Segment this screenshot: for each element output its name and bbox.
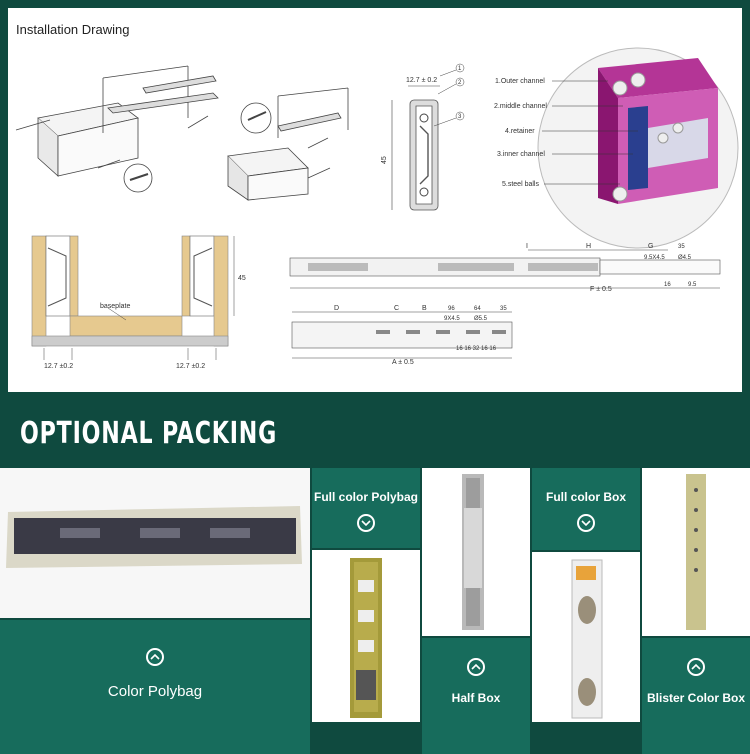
half-box-label: Half Box (451, 691, 501, 705)
dim-35-bottom: 35 (500, 306, 507, 312)
dim-b: B (422, 305, 427, 312)
blister-color-box-photo (642, 468, 750, 636)
dim-a: A ± 0.5 (392, 359, 414, 366)
part-inner-channel: 3.inner channel (497, 151, 545, 158)
technical-drawings: 12.7 ± 0.2 45 1 2 3 1.Outer channel 2.mi… (15, 47, 739, 370)
full-color-polybag-tile[interactable]: Full color Polybag (312, 468, 420, 548)
chevron-up-circle-icon (146, 648, 164, 666)
drawer-install-sketch (15, 65, 219, 193)
dim-i: I (526, 243, 528, 250)
half-box-image (462, 474, 484, 630)
dim-f: F ± 0.5 (590, 286, 612, 293)
part-retainer: 4.retainer (505, 128, 535, 135)
dim-35-top: 35 (678, 244, 685, 250)
drawing-title: Installation Drawing (16, 22, 130, 37)
slide-cross-section (391, 63, 465, 211)
callout-1: 1 (458, 66, 462, 72)
dim-64: 64 (474, 306, 481, 312)
dim-slot-bottom: 9X4.5 (444, 316, 460, 322)
full-color-box-label: Full color Box (545, 490, 626, 504)
dim-hole-bottom: Ø5.5 (474, 316, 488, 322)
blister-color-box-label: Blister Color Box (646, 691, 745, 705)
blister-color-box-tile[interactable]: Blister Color Box (642, 638, 750, 754)
dim-h: H (586, 243, 591, 250)
install-left-dim: 12.7 ±0.2 (44, 363, 73, 370)
baseplate-label: baseplate (100, 303, 130, 310)
slide-top-view (289, 249, 721, 289)
blister-box-image (686, 474, 706, 630)
chevron-up-circle-icon (467, 658, 485, 676)
dim-d: D (334, 305, 339, 312)
color-polybag-label: Color Polybag (107, 683, 203, 700)
full-color-polybag-label: Full color Polybag (313, 490, 418, 504)
install-right-dim: 12.7 ±0.2 (176, 363, 205, 370)
chevron-down-circle-icon (577, 514, 595, 532)
callout-3: 3 (458, 114, 462, 120)
color-polybag-tile[interactable]: Color Polybag (0, 620, 310, 754)
full-polybag-image (350, 558, 382, 718)
dim-g: G (648, 243, 653, 250)
chevron-down-circle-icon (357, 514, 375, 532)
dim-hole-top: Ø4.5 (678, 255, 692, 261)
cross-section-width-label: 12.7 ± 0.2 (406, 77, 437, 84)
cabinet-install-diagram (31, 235, 235, 360)
half-box-tile[interactable]: Half Box (422, 638, 530, 754)
dim-96: 96 (448, 306, 455, 312)
dim-16-top: 16 (664, 282, 671, 288)
channel-magnified-view (537, 47, 739, 249)
optional-packing-title: OPTIONAL PACKING (20, 416, 278, 451)
dim-spacing-bottom: 16 16 32 16 16 (456, 346, 497, 352)
half-box-photo (422, 468, 530, 636)
cross-section-height-label: 45 (381, 156, 388, 164)
color-polybag-photo (0, 468, 310, 618)
part-outer-channel: 1.Outer channel (495, 78, 545, 85)
dim-c: C (394, 305, 399, 312)
full-box-image (571, 559, 603, 719)
chevron-up-circle-icon (687, 658, 705, 676)
full-color-box-photo (532, 552, 640, 722)
polybag-image (0, 468, 310, 618)
slide-bottom-view (291, 311, 513, 359)
install-height-label: 45 (238, 275, 246, 282)
drawer-close-sketch (227, 87, 349, 201)
installation-drawing: Installation Drawing (8, 8, 742, 392)
dim-9-5-top: 9.5 (688, 282, 697, 288)
part-middle-channel: 2.middle channel (494, 103, 547, 110)
full-color-polybag-photo (312, 550, 420, 722)
dim-slot-top: 9.5X4.5 (644, 255, 665, 261)
full-color-box-tile[interactable]: Full color Box (532, 468, 640, 550)
callout-2: 2 (458, 80, 462, 86)
part-steel-balls: 5.steel balls (502, 181, 539, 188)
